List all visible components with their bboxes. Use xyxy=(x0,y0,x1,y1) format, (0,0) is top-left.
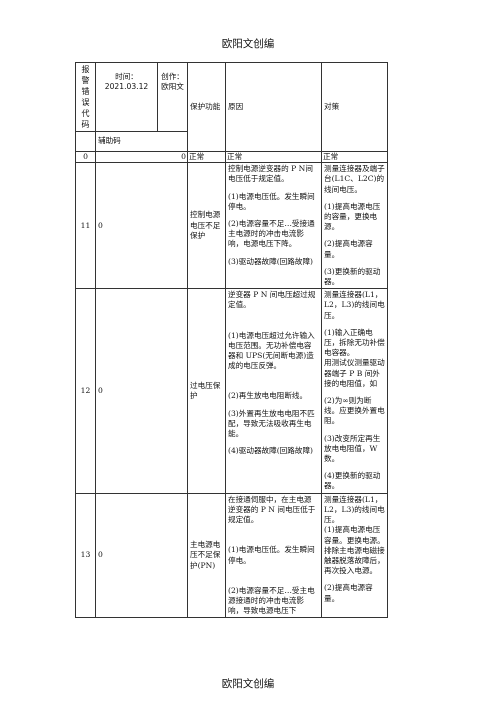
function-cell: 主电源电压不足保护(PN) xyxy=(187,492,226,619)
page-footer: 欧阳文创编 xyxy=(221,678,275,690)
aux-code-cell: 0 xyxy=(95,288,188,494)
cause-cell: 在接通伺服中，在主电源逆变器的 P N 间电压低于规定值。 (1)电源电压低。发… xyxy=(225,492,322,619)
table-row: 11 0 控制电源电压不足保护 控制电源逆变器的 P N间电压低于规定值。 (1… xyxy=(75,162,388,290)
table-row: 12 0 过电压保护 逆变器 P N 间电压超过规定值。 (1)电源电压超过允许… xyxy=(75,288,388,494)
aux-code-cell: 0 xyxy=(95,150,188,164)
alarm-code-table: 报警错误代码 时间： 2021.03.12 创作： 欧阳文 保护功能 原因 对策… xyxy=(75,62,388,619)
author-cell: 创作： 欧阳文 xyxy=(157,62,188,132)
cause-cell: 正常 xyxy=(225,150,322,164)
action-cell: 测量连接器(L1，L2，L3)的线间电压。 (1)输入正确电压，拆除无功补偿电容… xyxy=(321,288,388,494)
function-header: 保护功能 xyxy=(187,62,226,152)
time-cell: 时间： 2021.03.12 xyxy=(95,62,158,132)
alarm-code-cell: 12 xyxy=(75,288,96,494)
action-cell: 正常 xyxy=(321,150,388,164)
cause-header: 原因 xyxy=(225,62,322,152)
table-row: 13 0 主电源电压不足保护(PN) 在接通伺服中，在主电源逆变器的 P N 间… xyxy=(75,492,388,619)
function-cell: 控制电源电压不足保护 xyxy=(187,162,226,290)
aux-code-row: 辅助码 xyxy=(75,131,388,152)
function-cell: 过电压保护 xyxy=(187,288,226,494)
action-header: 对策 xyxy=(321,62,388,152)
aux-code-header: 辅助码 xyxy=(95,131,188,152)
alarm-code-header: 报警错误代码 xyxy=(75,62,96,132)
cause-cell: 逆变器 P N 间电压超过规定值。 (1)电源电压超过允许输入电压范围。无功补偿… xyxy=(225,288,322,494)
alarm-code-cell: 11 xyxy=(75,162,96,290)
function-cell: 正常 xyxy=(187,150,226,164)
aux-code-cell: 0 xyxy=(95,162,188,290)
aux-code-cell: 0 xyxy=(95,492,188,619)
action-cell: 测量连接器及端子台(L1C、L2C)的线间电压。 (1)提高电源电压的容量，更换… xyxy=(321,162,388,290)
page-header: 欧阳文创编 xyxy=(221,38,275,50)
cause-cell: 控制电源逆变器的 P N间电压低于规定值。 (1)电源电压低。发生瞬间停电。 (… xyxy=(225,162,322,290)
table-header-row: 报警错误代码 时间： 2021.03.12 创作： 欧阳文 保护功能 原因 对策 xyxy=(75,62,388,152)
alarm-code-cell: 13 xyxy=(75,492,96,619)
action-cell: 测量连接器(L1，L2，L3)的线间电压。 (1)提高电源电压容量。更换电源。排… xyxy=(321,492,388,619)
table-row: 0 0 正常 正常 正常 xyxy=(75,150,388,164)
alarm-code-cell: 0 xyxy=(75,150,96,164)
